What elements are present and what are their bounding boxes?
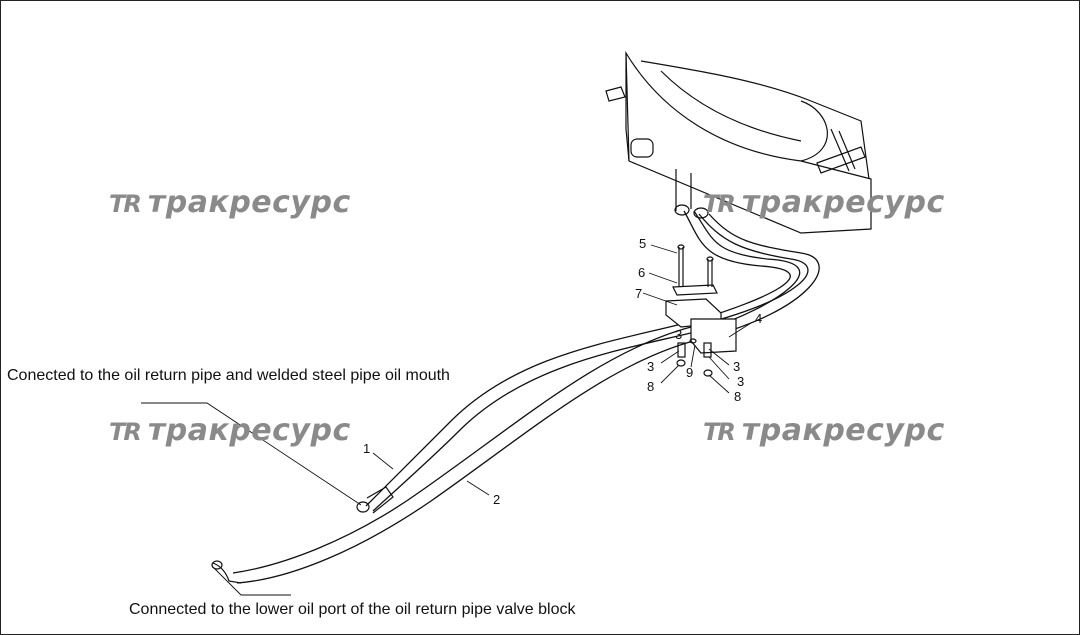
hose-2 [211,213,820,584]
callout-bottom: Connected to the lower oil port of the o… [129,601,576,618]
watermark-text: тракресурс [741,413,945,448]
part-label: 7 [635,286,642,301]
part-label: 2 [493,492,500,507]
watermark-logo: TR [109,418,142,446]
callout-top: Conected to the oil return pipe and weld… [7,367,450,384]
part-label: 3 [647,359,654,374]
part-label: 4 [755,311,762,326]
part-label: 1 [363,441,370,456]
watermark-logo: TR [703,190,736,218]
part-label: 3 [737,374,744,389]
part-label: 5 [639,236,646,251]
part-label: 3 [733,359,740,374]
fitting-top-left [674,204,690,216]
leader-lines [141,244,752,596]
part-label: 6 [638,265,645,280]
fitting-top-right [693,207,709,219]
watermark-text: тракресурс [147,185,351,220]
watermark-logo: TR [109,190,142,218]
clamp-assembly [665,244,737,377]
part-label: 9 [686,365,693,380]
radiator-housing [605,50,872,234]
watermark-text: тракресурс [741,185,945,220]
watermark-logo: TR [703,418,736,446]
watermark-text: тракресурс [147,413,351,448]
part-label: 3 [675,327,682,342]
part-label: 8 [647,379,654,394]
part-label: 8 [734,389,741,404]
